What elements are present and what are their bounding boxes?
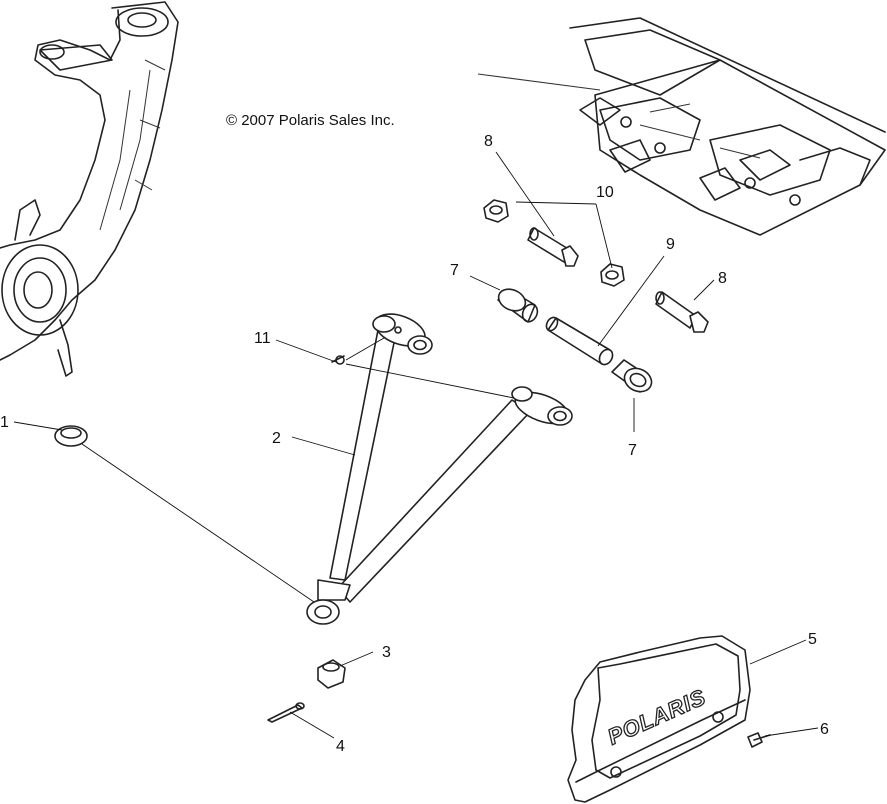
copyright-notice: © 2007 Polaris Sales Inc. [226,112,395,129]
callout-6: 6 [820,721,829,738]
screw-icon [747,732,771,748]
bushing-icon [497,288,653,393]
pivot-tube-icon [545,316,614,366]
grease-fitting-icon [331,355,345,365]
callout-10: 10 [596,184,614,201]
callout-8-upper: 8 [484,133,493,150]
a-arm-guard-icon [567,635,751,803]
callout-1: 1 [0,414,9,431]
callout-9: 9 [666,236,675,253]
callout-11: 11 [254,330,271,347]
callout-7-upper: 7 [450,262,459,279]
a-arm-icon [306,313,573,625]
steering-knuckle-icon [0,1,179,377]
ball-joint-cap-icon [54,425,88,447]
castle-nut-icon [317,659,346,689]
callout-7-lower: 7 [628,442,637,459]
callout-5: 5 [808,631,817,648]
leader-lines [13,151,819,739]
frame-icon [477,17,886,236]
callout-3: 3 [382,644,391,661]
cotter-pin-icon [267,702,305,723]
callout-8-right: 8 [718,270,727,287]
nut-icon [483,199,625,287]
callout-4: 4 [336,738,345,755]
bolt-icon [527,227,709,333]
callout-2: 2 [272,430,281,447]
